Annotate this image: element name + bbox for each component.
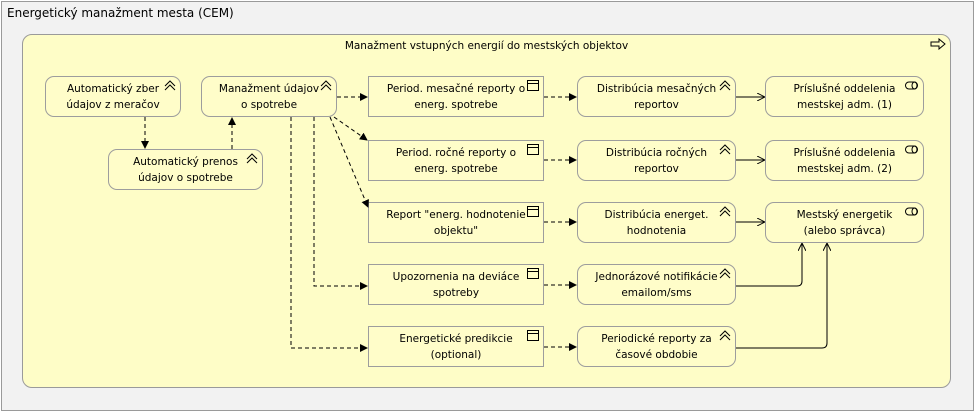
process-chevron-icon — [719, 330, 731, 341]
data-object-icon — [527, 144, 539, 155]
process-automaticky-prenos[interactable]: Automatický prenos údajov o spotrebe — [108, 149, 263, 190]
data-object-icon — [527, 268, 539, 279]
data-object-icon — [527, 330, 539, 341]
role-icon — [905, 145, 918, 154]
node-label: Energetické predikcie (optional) — [399, 332, 513, 361]
role-oddelenia-1[interactable]: Príslušné oddelenia mestskej adm. (1) — [765, 76, 924, 117]
node-label: Distribúcia energet. hodnotenia — [604, 208, 709, 237]
role-icon — [905, 207, 918, 216]
node-label: Period. ročné reporty o energ. spotrebe — [395, 146, 517, 175]
process-chevron-icon — [719, 206, 731, 217]
right-arrow-icon — [930, 38, 946, 50]
process-chevron-icon — [719, 80, 731, 91]
node-label: Mestský energetik (alebo správca) — [796, 208, 893, 237]
process-periodicke-reporty[interactable]: Periodické reporty za časové obdobie — [577, 326, 736, 367]
node-label: Period. mesačné reporty o energ. spotreb… — [386, 82, 526, 111]
node-label: Distribúcia mesačných reportov — [596, 82, 717, 111]
data-object-predikcie[interactable]: Energetické predikcie (optional) — [368, 326, 544, 367]
outer-group-title: Energetický manažment mesta (CEM) — [7, 6, 234, 20]
process-chevron-icon — [719, 268, 731, 279]
node-label: Report "energ. hodnotenie objektu" — [386, 208, 526, 237]
process-distribucia-hodnotenia[interactable]: Distribúcia energet. hodnotenia — [577, 202, 736, 243]
process-chevron-icon — [246, 153, 258, 164]
process-chevron-icon — [719, 144, 731, 155]
process-automaticky-zber[interactable]: Automatický zber údajov z meračov — [45, 76, 181, 117]
data-object-icon — [527, 206, 539, 217]
node-label: Jednorázové notifikácie emailom/sms — [595, 270, 718, 299]
process-jednorazove-notifikacie[interactable]: Jednorázové notifikácie emailom/sms — [577, 264, 736, 305]
process-distribucia-rocnych[interactable]: Distribúcia ročných reportov — [577, 140, 736, 181]
process-distribucia-mesacnych[interactable]: Distribúcia mesačných reportov — [577, 76, 736, 117]
node-label: Distribúcia ročných reportov — [605, 146, 708, 175]
node-label: Periodické reporty za časové obdobie — [601, 332, 712, 361]
node-label: Príslušné oddelenia mestskej adm. (2) — [793, 146, 896, 175]
data-object-icon — [527, 80, 539, 91]
node-label: Automatický zber údajov z meračov — [66, 82, 160, 111]
role-oddelenia-2[interactable]: Príslušné oddelenia mestskej adm. (2) — [765, 140, 924, 181]
role-mestsky-energetik[interactable]: Mestský energetik (alebo správca) — [765, 202, 924, 243]
node-label: Automatický prenos údajov o spotrebe — [133, 155, 238, 184]
data-object-energ-hodnotenie[interactable]: Report "energ. hodnotenie objektu" — [368, 202, 544, 243]
data-object-upozornenia[interactable]: Upozornenia na deviáce spotreby — [368, 264, 544, 305]
role-icon — [905, 81, 918, 90]
process-chevron-icon — [320, 80, 332, 91]
node-label: Manažment údajov o spotrebe — [218, 82, 320, 111]
data-object-mesacne-reporty[interactable]: Period. mesačné reporty o energ. spotreb… — [368, 76, 544, 117]
process-manazment-udajov[interactable]: Manažment údajov o spotrebe — [201, 76, 337, 117]
node-label: Príslušné oddelenia mestskej adm. (1) — [793, 82, 896, 111]
node-label: Upozornenia na deviáce spotreby — [392, 270, 520, 299]
inner-group-title: Manažment vstupných energií do mestských… — [344, 40, 629, 52]
process-chevron-icon — [164, 80, 176, 91]
data-object-rocne-reporty[interactable]: Period. ročné reporty o energ. spotrebe — [368, 140, 544, 181]
